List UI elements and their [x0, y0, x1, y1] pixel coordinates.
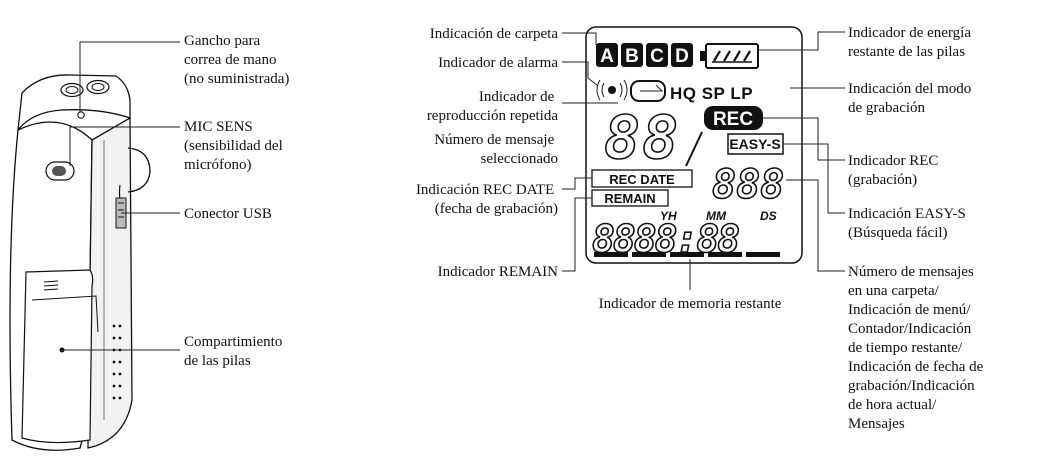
label-rec-indicator: Indicador REC (grabación) — [848, 153, 942, 188]
svg-text:C: C — [650, 46, 664, 67]
svg-text:REC: REC — [713, 109, 753, 130]
alarm-icon — [596, 79, 628, 101]
svg-text:D: D — [675, 46, 689, 67]
lcd-label-mm: MM — [706, 209, 727, 223]
message-number-digits: 88 — [604, 103, 680, 173]
rec-date-indicator: REC DATE — [591, 169, 693, 188]
svg-text:EASY-S: EASY-S — [729, 136, 780, 152]
recorder-device — [9, 74, 151, 451]
memory-remaining-bar — [594, 252, 780, 257]
label-battery-compartment: Compartimiento de las pilas — [184, 334, 286, 369]
label-strap-hook: Gancho para correa de mano (no suministr… — [184, 33, 289, 87]
label-memory-remaining: Indicador de memoria restante — [599, 296, 782, 312]
label-easy-s: Indicación EASY-S (Búsqueda fácil) — [848, 206, 970, 241]
label-repeat-indicator: Indicador de reproducción repetida — [427, 89, 559, 124]
rec-indicator: REC — [704, 106, 763, 130]
lcd-display: A B C D HQ SP LP — [585, 26, 803, 264]
svg-text:B: B — [625, 46, 639, 67]
recording-mode-indicator: HQ SP LP — [670, 84, 753, 103]
lcd-label-ds: DS — [760, 209, 777, 223]
folder-message-count-digits: 888 — [712, 162, 784, 208]
label-message-number: Número de mensaje seleccionado — [434, 132, 558, 167]
battery-icon — [700, 43, 759, 69]
device-leader-lines — [62, 41, 180, 351]
folder-indicators: A B C D — [596, 43, 693, 67]
remain-indicator: REMAIN — [591, 189, 669, 207]
label-usb-connector: Conector USB — [184, 206, 272, 222]
repeat-icon — [630, 80, 666, 102]
easy-s-indicator: EASY-S — [727, 133, 784, 155]
label-counter-messages: Número de mensajes en una carpeta/ Indic… — [848, 264, 987, 432]
lcd-label-yh: YH — [660, 209, 677, 223]
label-folder-indication: Indicación de carpeta — [430, 26, 559, 42]
speaker-grille-icon — [112, 324, 122, 400]
label-battery-indicator: Indicador de energía restante de las pil… — [848, 25, 975, 60]
label-mic-sens: MIC SENS (sensibilidad del micrófono) — [184, 119, 286, 173]
label-remain-indicator: Indicador REMAIN — [438, 264, 559, 280]
label-recording-mode: Indicación del modo de grabación — [848, 81, 975, 116]
svg-text:REC DATE: REC DATE — [609, 172, 675, 187]
svg-text:A: A — [600, 46, 614, 67]
label-rec-date: Indicación REC DATE (fecha de grabación) — [416, 182, 558, 217]
label-alarm-indicator: Indicador de alarma — [438, 55, 558, 71]
lcd-leader-lines — [562, 31, 845, 290]
svg-text:REMAIN: REMAIN — [604, 191, 655, 206]
